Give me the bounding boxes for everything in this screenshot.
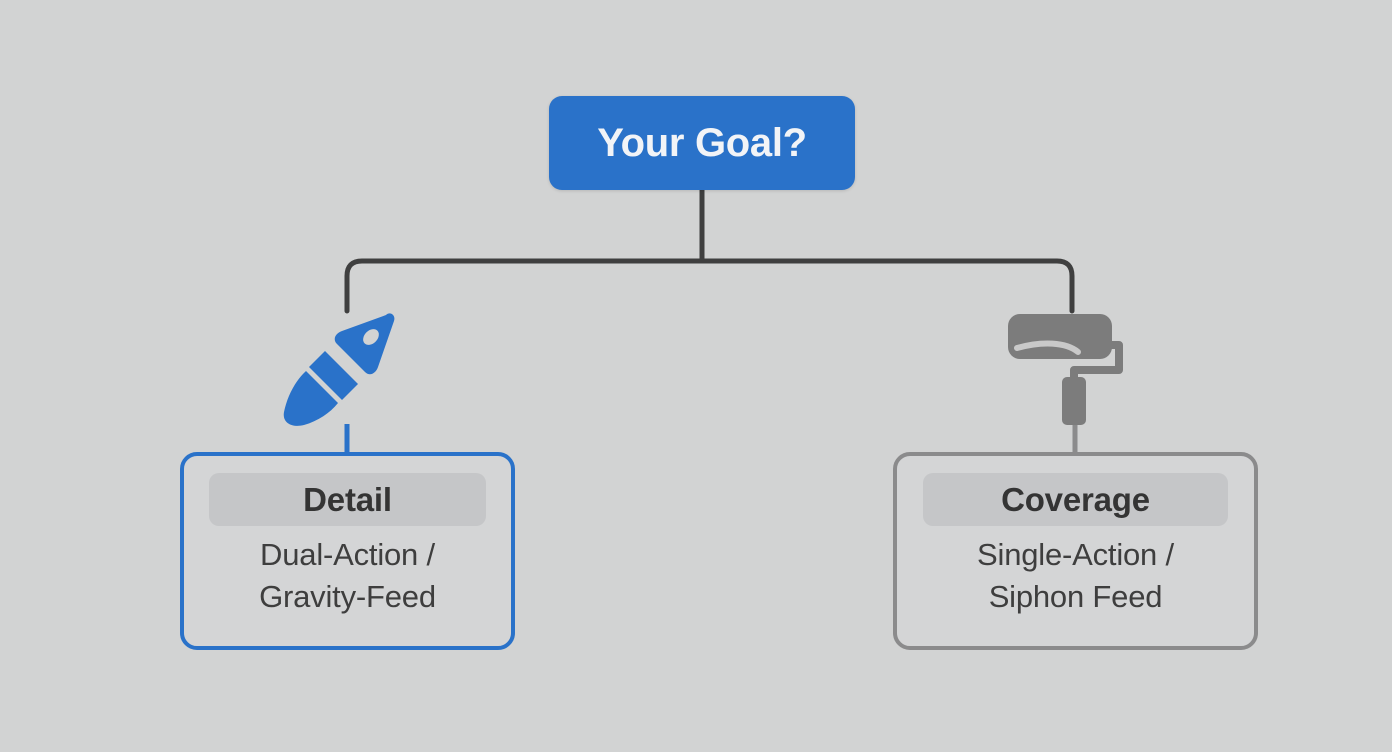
paintbrush-icon [278,309,400,431]
branch-body-text-detail: Dual-Action / Gravity-Feed [259,537,436,614]
branch-node-detail[interactable]: Detail Dual-Action / Gravity-Feed [180,452,515,650]
branch-header-chip-detail: Detail [209,473,486,526]
branch-body-text-coverage: Single-Action / Siphon Feed [977,537,1174,614]
root-node-your-goal[interactable]: Your Goal? [549,96,855,190]
connector-bus [344,258,1075,314]
branch-header-label-coverage: Coverage [1001,481,1150,518]
branch-header-chip-coverage: Coverage [923,473,1228,526]
branch-node-coverage[interactable]: Coverage Single-Action / Siphon Feed [893,452,1258,650]
root-node-label: Your Goal? [597,121,807,165]
branch-header-label-detail: Detail [303,481,392,518]
paint-roller-icon [1006,312,1142,430]
